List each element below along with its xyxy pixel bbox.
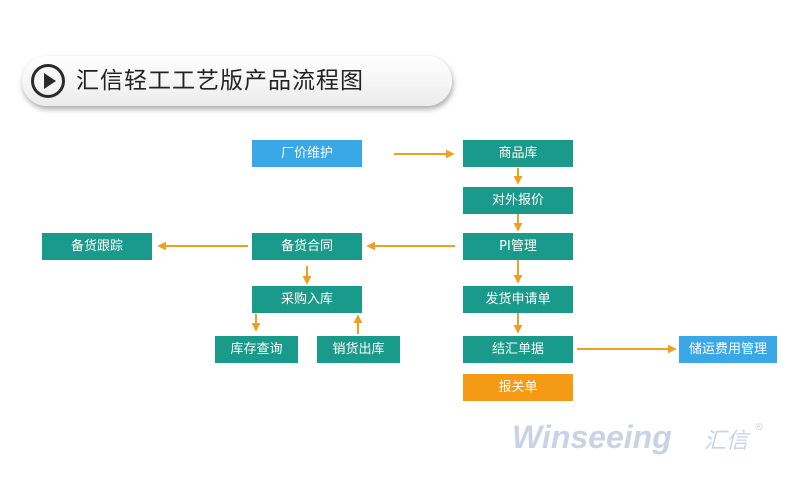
node-stock-tracking: 备货跟踪 bbox=[42, 233, 152, 260]
node-customs-declaration: 报关单 bbox=[463, 374, 573, 401]
node-product-library: 商品库 bbox=[463, 140, 573, 167]
node-sales-out: 销货出库 bbox=[317, 336, 400, 363]
winseeing-logo: Winseeing 汇信 ® bbox=[512, 419, 764, 455]
logo-registered-mark: ® bbox=[754, 422, 764, 433]
title-banner: 汇信轻工工艺版产品流程图 bbox=[22, 56, 452, 106]
logo-cn: 汇信 bbox=[704, 429, 751, 454]
logo-text: Winseeing bbox=[512, 419, 672, 455]
node-pi-management: PI管理 bbox=[463, 233, 573, 260]
node-stock-contract: 备货合同 bbox=[252, 233, 362, 260]
node-settlement-docs: 结汇单据 bbox=[463, 336, 573, 363]
node-storage-cost: 储运费用管理 bbox=[679, 336, 777, 363]
node-factory-price: 厂价维护 bbox=[252, 140, 362, 167]
node-external-quote: 对外报价 bbox=[463, 187, 573, 214]
node-inventory-query: 库存查询 bbox=[215, 336, 298, 363]
page-title: 汇信轻工工艺版产品流程图 bbox=[76, 68, 364, 94]
node-shipment-request: 发货申请单 bbox=[463, 286, 573, 313]
node-purchase-in: 采购入库 bbox=[252, 286, 362, 313]
play-icon bbox=[31, 64, 65, 98]
